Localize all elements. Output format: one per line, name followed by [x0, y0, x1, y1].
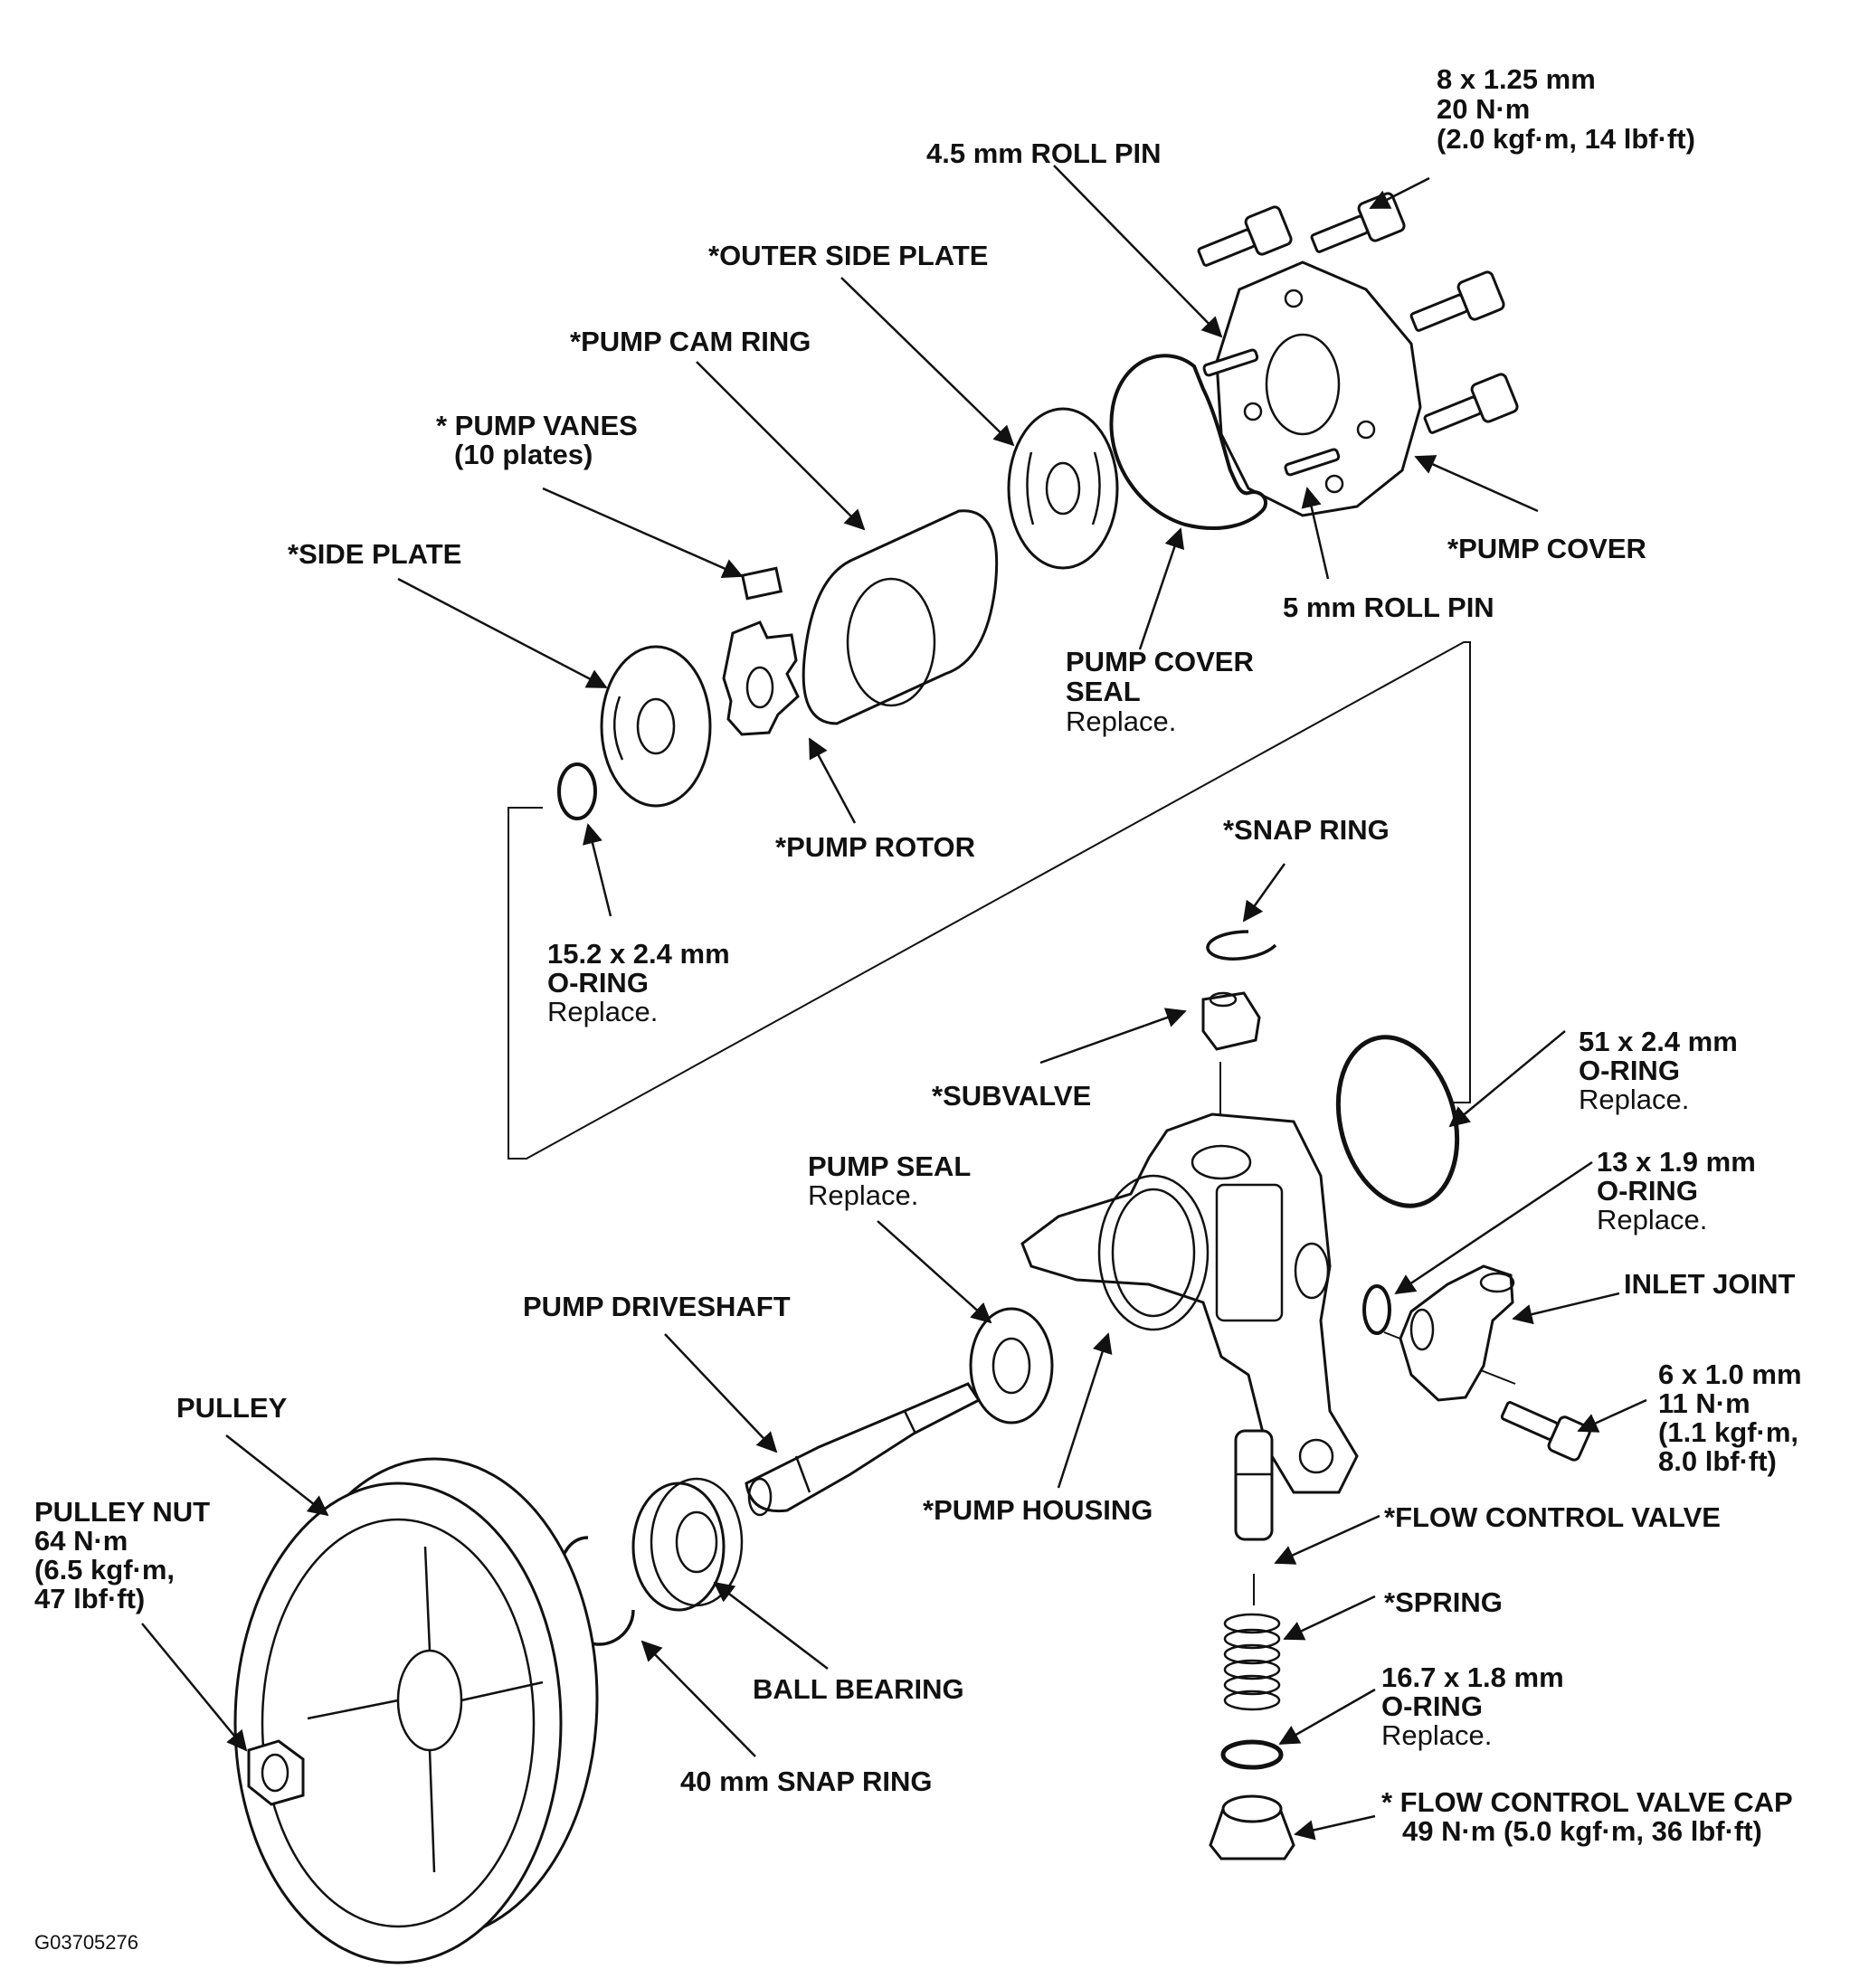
subvalve [1201, 991, 1261, 1051]
label-pulley-nut: PULLEY NUT 64 N·m (6.5 kgf·m, 47 lbf·ft) [34, 1496, 218, 1614]
label-pump-rotor: *PUMP ROTOR [775, 831, 975, 863]
roll-pins [1202, 348, 1341, 477]
pump-cam-ring [802, 509, 999, 725]
label-pulley: PULLEY [176, 1392, 288, 1424]
label-pump-housing: *PUMP HOUSING [923, 1494, 1153, 1526]
side-plate [600, 645, 712, 808]
snap-ring-small [1206, 930, 1277, 961]
label-roll-pin-5: 5 mm ROLL PIN [1283, 592, 1494, 623]
pump-housing [1020, 1112, 1359, 1494]
label-oring-13: 13 x 1.9 mm O-RING Replace. [1597, 1146, 1760, 1235]
figure-code: G03705276 [34, 1931, 138, 1954]
label-subvalve: *SUBVALVE [932, 1080, 1091, 1112]
label-cover-bolt: 8 x 1.25 mm 20 N·m (2.0 kgf·m, 14 lbf·ft… [1437, 63, 1695, 155]
pump-driveshaft [745, 1382, 982, 1517]
label-roll-pin-4-5: 4.5 mm ROLL PIN [926, 137, 1162, 169]
pump-vanes [740, 566, 783, 601]
pump-seal [969, 1307, 1054, 1425]
label-snap-ring: *SNAP RING [1223, 814, 1390, 846]
pump-rotor [722, 620, 800, 736]
label-pump-driveshaft: PUMP DRIVESHAFT [523, 1291, 791, 1322]
outer-side-plate [1007, 407, 1119, 570]
oring-15-2 [557, 762, 597, 820]
label-inlet-bolt: 6 x 1.0 mm 11 N·m (1.1 kgf·m, 8.0 lbf·ft… [1658, 1358, 1809, 1477]
cover-bolts [1197, 192, 1519, 434]
label-oring-15-2: 15.2 x 2.4 mm O-RING Replace. [547, 938, 734, 1027]
inlet-joint [1399, 1264, 1515, 1402]
oring-16-7 [1220, 1739, 1284, 1770]
label-pump-cam-ring: *PUMP CAM RING [570, 326, 811, 357]
pulley [233, 1457, 599, 1964]
label-inlet-joint: INLET JOINT [1624, 1268, 1796, 1300]
label-oring-51: 51 x 2.4 mm O-RING Replace. [1579, 1026, 1741, 1115]
pump-cover-seal [1109, 354, 1267, 531]
label-pump-cover-seal: PUMP COVER SEAL Replace. [1066, 646, 1257, 737]
leader-lines [141, 165, 1647, 1841]
pump-cover [1215, 260, 1422, 517]
label-oring-16-7: 16.7 x 1.8 mm O-RING Replace. [1381, 1661, 1568, 1751]
flow-control-valve [1234, 1429, 1274, 1541]
label-pump-vanes: * PUMP VANES (10 plates) [436, 410, 645, 470]
label-spring: *SPRING [1384, 1586, 1503, 1618]
label-pump-cover: *PUMP COVER [1447, 533, 1646, 564]
oring-13 [1362, 1284, 1391, 1335]
label-valve-cap: * FLOW CONTROL VALVE CAP 49 N·m (5.0 kgf… [1381, 1786, 1800, 1847]
inlet-bolt [1500, 1401, 1591, 1462]
pulley-nut [247, 1739, 305, 1806]
label-ball-bearing: BALL BEARING [753, 1673, 964, 1705]
spring [1223, 1613, 1281, 1711]
label-snap-ring-40: 40 mm SNAP RING [680, 1766, 933, 1797]
label-outer-side-plate: *OUTER SIDE PLATE [708, 240, 988, 271]
ball-bearing [631, 1477, 744, 1612]
label-side-plate: *SIDE PLATE [288, 538, 461, 570]
flow-control-valve-cap [1209, 1794, 1295, 1860]
label-flow-control-valve: *FLOW CONTROL VALVE [1384, 1501, 1721, 1533]
label-pump-seal: PUMP SEAL Replace. [808, 1150, 975, 1211]
oring-51 [1335, 1035, 1460, 1208]
